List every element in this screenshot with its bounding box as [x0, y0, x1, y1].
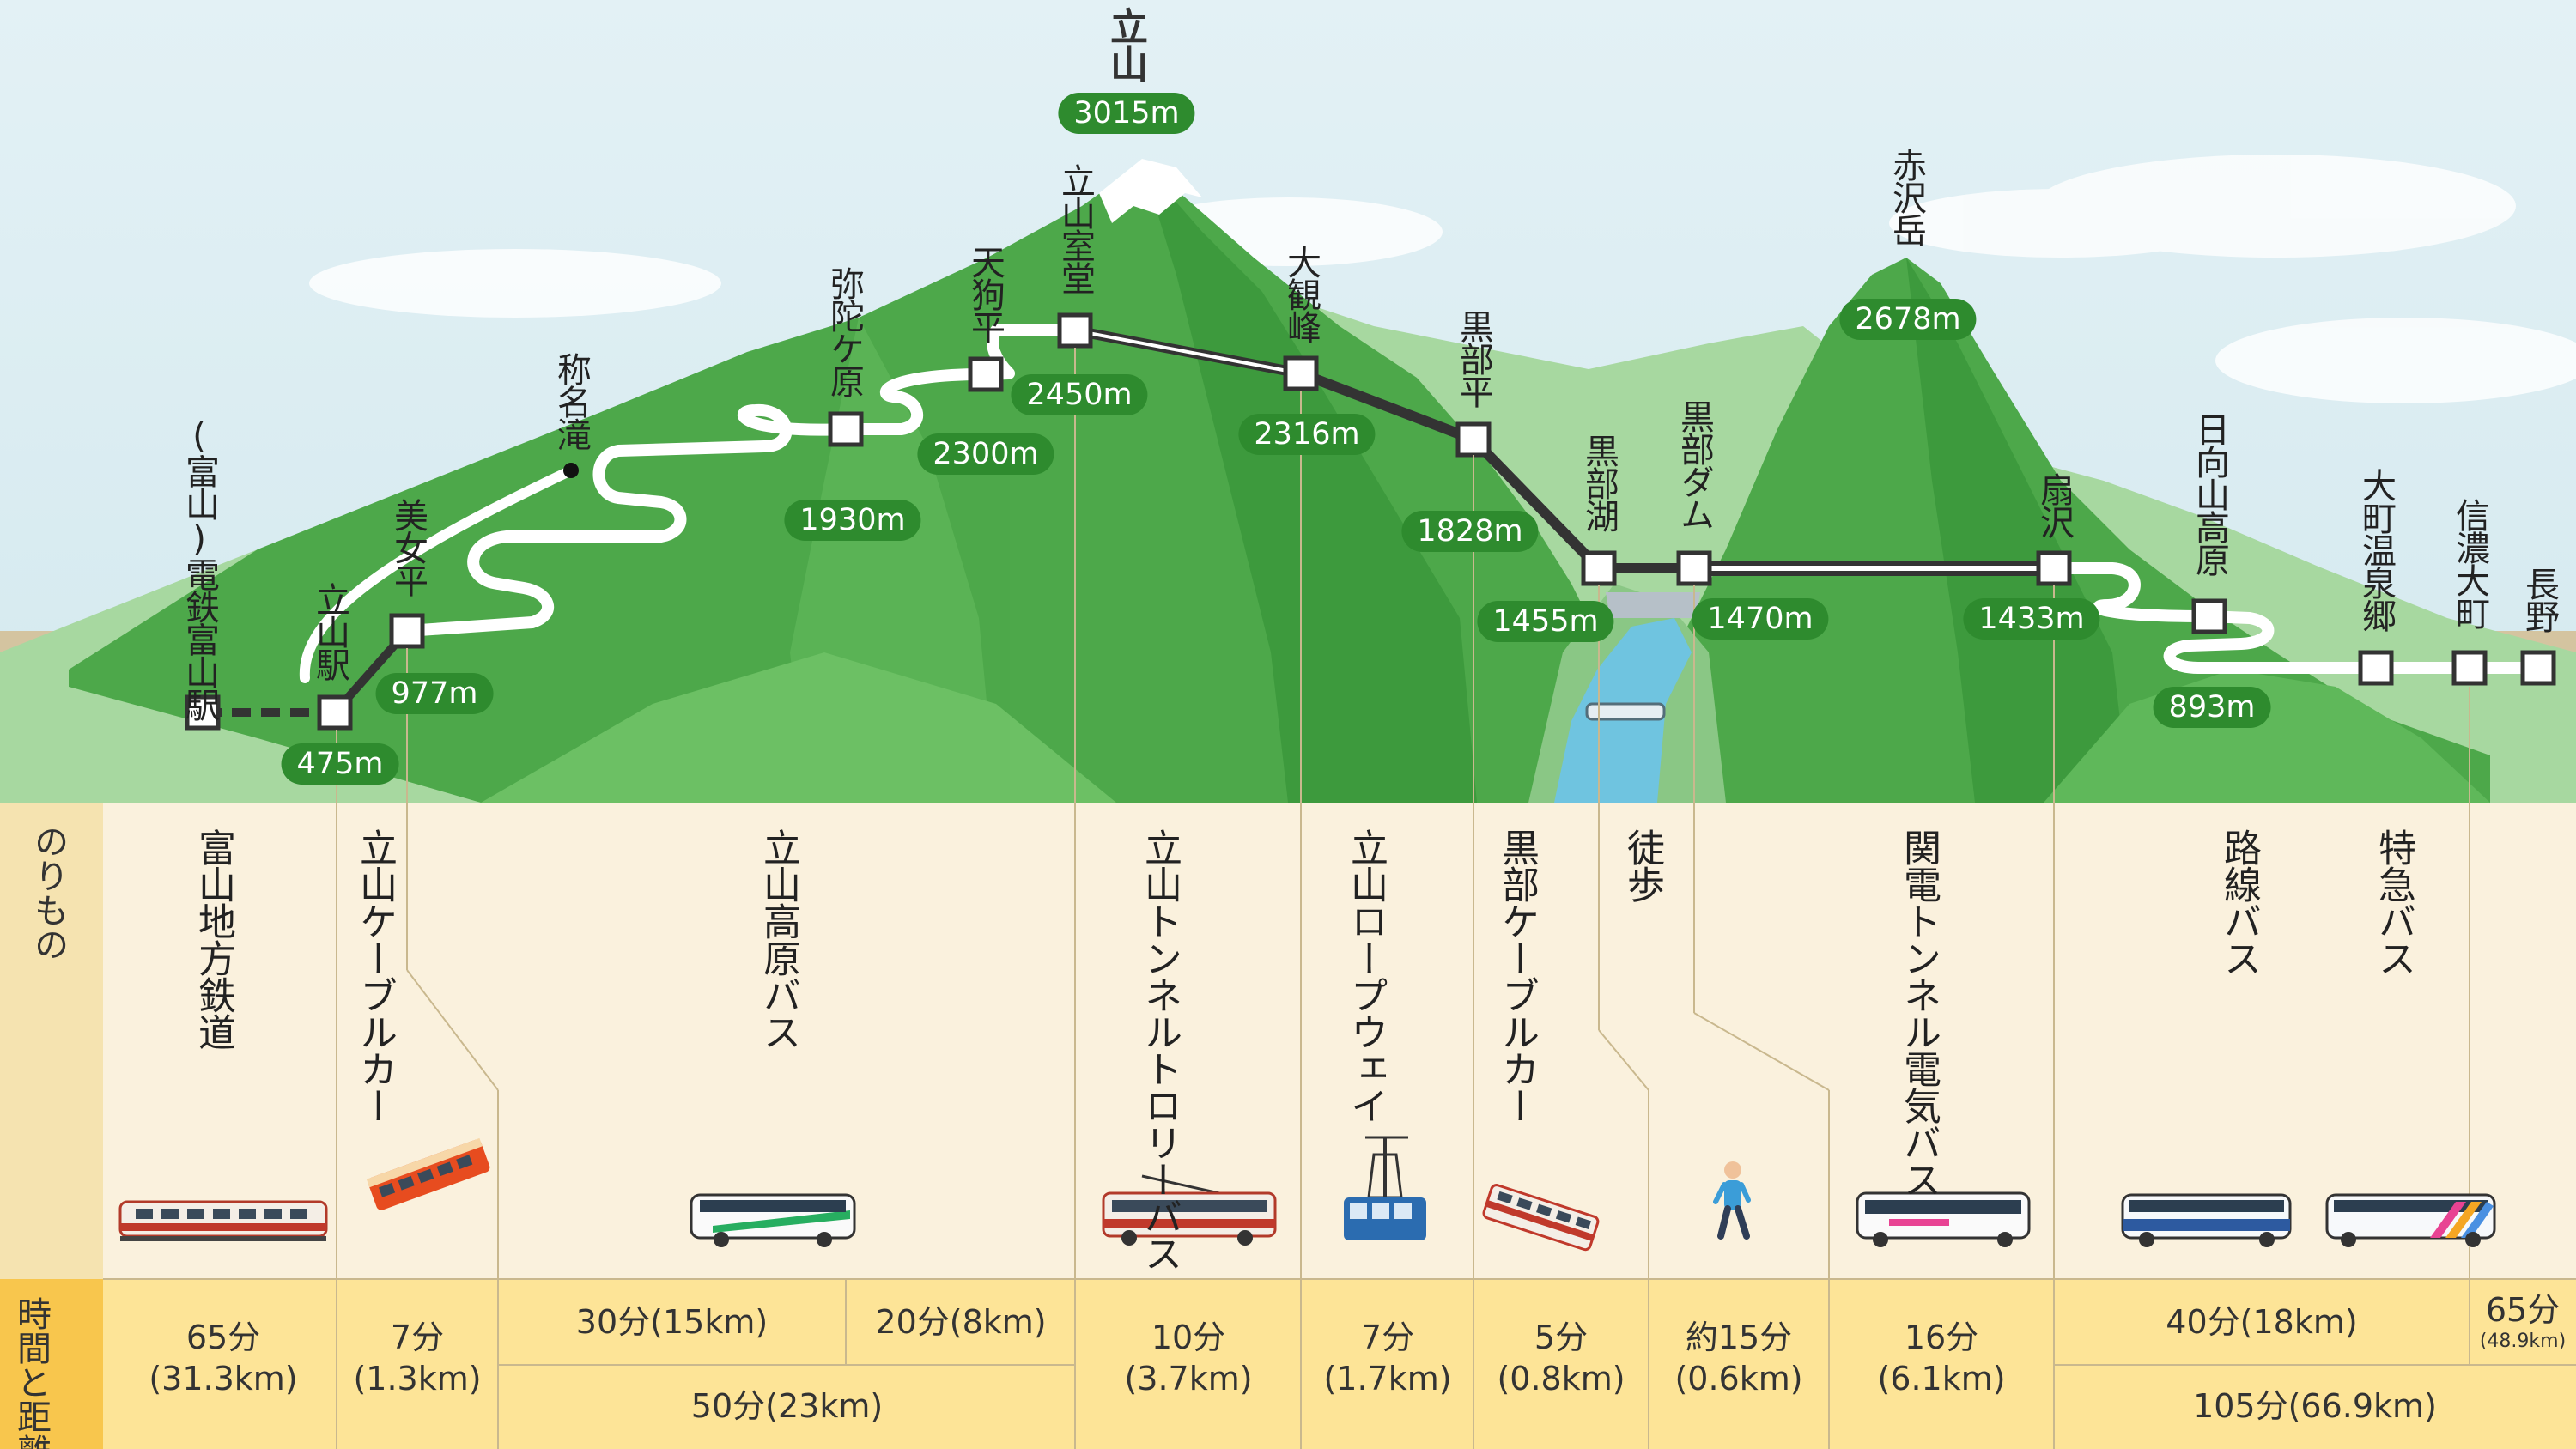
elev-kurobedam: 1470m: [1692, 598, 1829, 640]
elev-hinatayama: 893m: [2153, 687, 2271, 728]
cable-car-icon-1: [366, 1137, 490, 1210]
time-ebus: 16分(6.1km): [1877, 1319, 2006, 1397]
trolley-bus-icon: [1102, 1174, 1277, 1246]
elev-tengudaira: 2300m: [917, 433, 1054, 475]
vehicle-trolley: 立山トンネルトロリーバス: [1138, 828, 1182, 1271]
time-cable-2: 5分(0.8km): [1497, 1319, 1625, 1397]
elev-kurobedaira: 1828m: [1401, 511, 1539, 552]
station-label-omachi-onsen: 大町温泉郷: [2356, 468, 2396, 631]
shomyo-dot: [563, 463, 579, 478]
walking-person-icon: [1713, 1161, 1751, 1240]
vehicle-train: 富山地方鉄道: [191, 828, 235, 1050]
station-label-hinatayama: 日向山高原: [2190, 412, 2229, 575]
vehicle-cable-1: 立山ケーブルカー: [353, 828, 397, 1124]
time-cable-1: 7分(1.3km): [353, 1319, 482, 1397]
express-bus-icon: [2325, 1193, 2496, 1247]
time-express: 65分(48.9km): [2479, 1291, 2567, 1352]
peak-elevation: 3015m: [1058, 93, 1195, 134]
vehicle-label-cell: [0, 803, 103, 1279]
station-label-kurobeko: 黒部湖: [1579, 433, 1619, 531]
station-label-midagahara: 弥陀ケ原: [824, 266, 864, 397]
station-label-kurobedaira: 黒部平: [1454, 309, 1493, 407]
station-label-ogisawa: 扇沢: [2034, 472, 2074, 537]
elev-bijodaira: 977m: [375, 673, 494, 714]
bus-icon-2: [2121, 1193, 2292, 1247]
time-route-total: 105分(66.9km): [2193, 1387, 2437, 1425]
elev-ogisawa: 1433m: [1963, 598, 2100, 640]
snow-cap: [1099, 159, 1202, 223]
cable-car-icon-2: [1482, 1184, 1600, 1252]
vehicle-ebus: 関電トンネル電気バス: [1897, 828, 1941, 1197]
peak-name: 立山: [1103, 7, 1147, 82]
time-trolley: 10分(3.7km): [1124, 1319, 1253, 1397]
boat: [1585, 702, 1666, 721]
station-label-shomyo: 称名滝: [551, 352, 591, 450]
ropeway-icon: [1344, 1136, 1426, 1240]
kurobe-dam: [1606, 592, 1700, 618]
mountain-label-akazawa: 赤沢岳: [1886, 148, 1926, 246]
lower-slope: [481, 652, 1116, 803]
time-label-cell: [0, 1279, 103, 1449]
time-row-label: 時間と距離: [11, 1296, 51, 1449]
shomyo-road: [299, 465, 576, 683]
elev-midagahara: 1930m: [784, 500, 921, 541]
elev-murodo: 2450m: [1011, 374, 1148, 415]
station-label-shinano-omachi: 信濃大町: [2450, 498, 2489, 628]
station-label-bijodaira: 美女平: [388, 498, 428, 596]
vehicle-cable-2: 黒部ケーブルカー: [1495, 828, 1539, 1124]
vehicle-route-bus: 路線バス: [2217, 828, 2261, 976]
station-label-tengudaira: 天狗平: [965, 245, 1005, 343]
time-kogen-a: 30分(15km): [575, 1303, 769, 1341]
time-train: 65分(31.3km): [149, 1319, 298, 1397]
time-kogen-total: 50分(23km): [690, 1387, 884, 1425]
bus-icon-1: [690, 1193, 856, 1247]
tateyama-shade: [1142, 163, 1477, 803]
station-label-kurobedam: 黒部ダム: [1674, 399, 1714, 530]
vehicle-express-bus: 特急バス: [2372, 828, 2415, 976]
station-label-daikanbo: 大観峰: [1281, 245, 1321, 343]
akazawa-shade: [1906, 258, 2129, 803]
station-label-tateyama: 立山駅: [310, 582, 349, 680]
vehicle-row-label: のりもの: [28, 824, 68, 961]
station-markers: [185, 312, 2556, 731]
elev-daikanbo: 2316m: [1238, 414, 1376, 455]
elev-tateyama: 475m: [281, 743, 399, 785]
station-label-toyama: (富山)電鉄富山駅: [179, 416, 219, 720]
vehicle-kogen-bus: 立山高原バス: [756, 828, 800, 1050]
time-kogen-b: 20分(8km): [875, 1303, 1047, 1341]
elev-akazawa: 2678m: [1839, 299, 1977, 340]
time-ropeway: 7分(1.7km): [1323, 1319, 1452, 1397]
train-icon: [118, 1200, 328, 1241]
time-route-bus: 40分(18km): [2166, 1303, 2358, 1341]
clouds: [309, 155, 2576, 403]
column-dividers: [103, 348, 2576, 1449]
route-trolley-inner: [1074, 329, 1302, 375]
station-label-murodo: 立山室堂: [1055, 163, 1095, 294]
electric-bus-icon: [1856, 1191, 2031, 1247]
time-walk: 約15分(0.6km): [1674, 1319, 1803, 1397]
vehicle-ropeway: 立山ロープウェイ: [1344, 828, 1388, 1124]
station-label-nagano: 長野: [2519, 567, 2559, 632]
route-kogen-bus: [401, 324, 1081, 637]
vehicle-walk: 徒歩: [1620, 828, 1664, 902]
elev-kurobeko: 1455m: [1477, 601, 1614, 642]
